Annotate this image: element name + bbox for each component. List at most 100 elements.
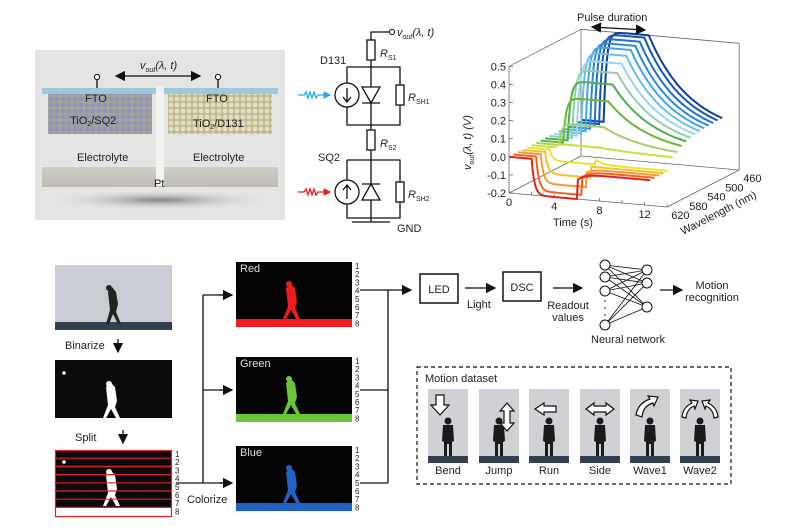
vout-terminal bbox=[388, 28, 396, 36]
row-number: 5 bbox=[355, 390, 360, 399]
resistor-rsh2 bbox=[395, 181, 405, 203]
diode-d131 bbox=[360, 86, 382, 105]
y-tick-label: -0.1 bbox=[487, 170, 506, 182]
tio2-d131-layer bbox=[168, 94, 272, 134]
light-label: Light bbox=[467, 299, 491, 311]
row-number: 6 bbox=[355, 398, 360, 407]
row-number: 1 bbox=[355, 446, 360, 455]
person-icon bbox=[543, 425, 555, 456]
motion-label: Side bbox=[589, 465, 611, 477]
z-tick-label: 620 bbox=[671, 210, 689, 222]
split-label: Split bbox=[75, 432, 96, 444]
dsc-label: DSC bbox=[510, 282, 533, 294]
resistor-rs2 bbox=[366, 129, 376, 151]
series-line-580nm bbox=[527, 146, 669, 172]
motion-sample-wave2: Wave2 bbox=[680, 389, 720, 477]
series-line-550nm bbox=[540, 97, 682, 147]
led-label: LED bbox=[428, 284, 449, 296]
nn-node bbox=[599, 259, 611, 271]
terminal-right bbox=[214, 73, 222, 81]
nn-node bbox=[599, 319, 611, 331]
dsc-device-illustration: vout(λ, t) FTO FTO TiO2/SQ2 TiO2/D131 El… bbox=[35, 50, 285, 220]
row-number: 6 bbox=[355, 303, 360, 312]
row-number: 7 bbox=[355, 495, 360, 504]
row-number: 3 bbox=[355, 462, 360, 471]
terminal-left bbox=[93, 73, 101, 81]
nn-node bbox=[641, 277, 653, 289]
electrolyte-left-label: Electrolyte bbox=[77, 152, 128, 164]
row-number: 1 bbox=[355, 357, 360, 366]
motion-left-arrow-icon bbox=[533, 401, 557, 417]
fto-right-layer bbox=[164, 88, 278, 94]
person-icon bbox=[594, 425, 606, 456]
row-number: 3 bbox=[355, 278, 360, 287]
row-number: 2 bbox=[175, 458, 180, 467]
row-number: 4 bbox=[175, 475, 180, 484]
arrow-down-icon bbox=[342, 88, 352, 104]
row-number: 1 bbox=[355, 262, 360, 271]
device-vout-label: vout(λ, t) bbox=[140, 60, 177, 74]
recognition-pipeline: LED Light DSC Readout values Neural netw… bbox=[419, 259, 739, 346]
series-line-590nm bbox=[522, 148, 664, 179]
series-line-490nm bbox=[567, 42, 710, 130]
diode-sq2 bbox=[360, 182, 382, 201]
motion-label: Wave1 bbox=[633, 465, 667, 477]
y-axis-label: vout(λ, t) (V) bbox=[462, 115, 476, 170]
person-icon bbox=[694, 425, 706, 456]
z-tick-label: 540 bbox=[707, 192, 725, 204]
chart-axis-edge bbox=[508, 192, 668, 208]
fto-left-label: FTO bbox=[85, 93, 107, 105]
merge-bracket bbox=[360, 289, 389, 484]
series-line-570nm bbox=[531, 143, 673, 159]
z-tick-label: 500 bbox=[725, 182, 743, 194]
pulse-duration-arrow bbox=[590, 22, 647, 35]
sq2-label: SQ2 bbox=[318, 152, 340, 164]
resistor-rs1 bbox=[366, 39, 376, 61]
gnd-label: GND bbox=[397, 223, 422, 235]
row-number: 7 bbox=[355, 406, 360, 415]
series-line-460nm bbox=[580, 32, 723, 123]
neural-network-label: Neural network bbox=[591, 334, 665, 346]
rs2-label: RS2 bbox=[380, 138, 397, 152]
series-line-620nm bbox=[508, 155, 651, 201]
motion-label: Bend bbox=[435, 465, 461, 477]
row-number: 1 bbox=[175, 450, 180, 459]
y-tick-label: 0.2 bbox=[491, 116, 506, 128]
fto-right-label: FTO bbox=[206, 93, 228, 105]
channel-label: Green bbox=[240, 358, 271, 370]
row-number: 6 bbox=[175, 491, 180, 500]
readout-label-2: values bbox=[552, 312, 584, 324]
channel-floor bbox=[236, 503, 352, 511]
series-line-560nm bbox=[535, 123, 678, 153]
row-number: 4 bbox=[355, 382, 360, 391]
z-tick-label: 580 bbox=[689, 201, 707, 213]
nn-node bbox=[641, 264, 653, 276]
person-icon bbox=[442, 425, 454, 456]
motion-dataset-title: Motion dataset bbox=[425, 373, 497, 385]
device-shadow bbox=[50, 190, 270, 210]
blue-light-wave-icon bbox=[298, 89, 332, 101]
row-number: 2 bbox=[355, 270, 360, 279]
channel-floor bbox=[236, 414, 352, 422]
channel-floor bbox=[236, 319, 352, 327]
tio2-sq2-layer bbox=[48, 94, 152, 134]
dsc-box bbox=[502, 271, 542, 302]
row-number: 8 bbox=[175, 507, 180, 516]
row-number: 4 bbox=[355, 471, 360, 480]
row-number: 5 bbox=[355, 479, 360, 488]
row-number: 3 bbox=[175, 466, 180, 475]
readout-label-1: Readout bbox=[547, 300, 589, 312]
row-number: 7 bbox=[175, 499, 180, 508]
row-number: 2 bbox=[355, 454, 360, 463]
row-number: 4 bbox=[355, 287, 360, 296]
row-number: 8 bbox=[355, 503, 360, 512]
binarized-image bbox=[55, 360, 172, 418]
motion-left-right-arrow-icon bbox=[585, 401, 615, 417]
motion-sample-side: Side bbox=[580, 389, 620, 477]
row-number: 3 bbox=[355, 373, 360, 382]
x-tick-label: 0 bbox=[506, 197, 512, 209]
colorize-branch-lines bbox=[176, 294, 230, 484]
